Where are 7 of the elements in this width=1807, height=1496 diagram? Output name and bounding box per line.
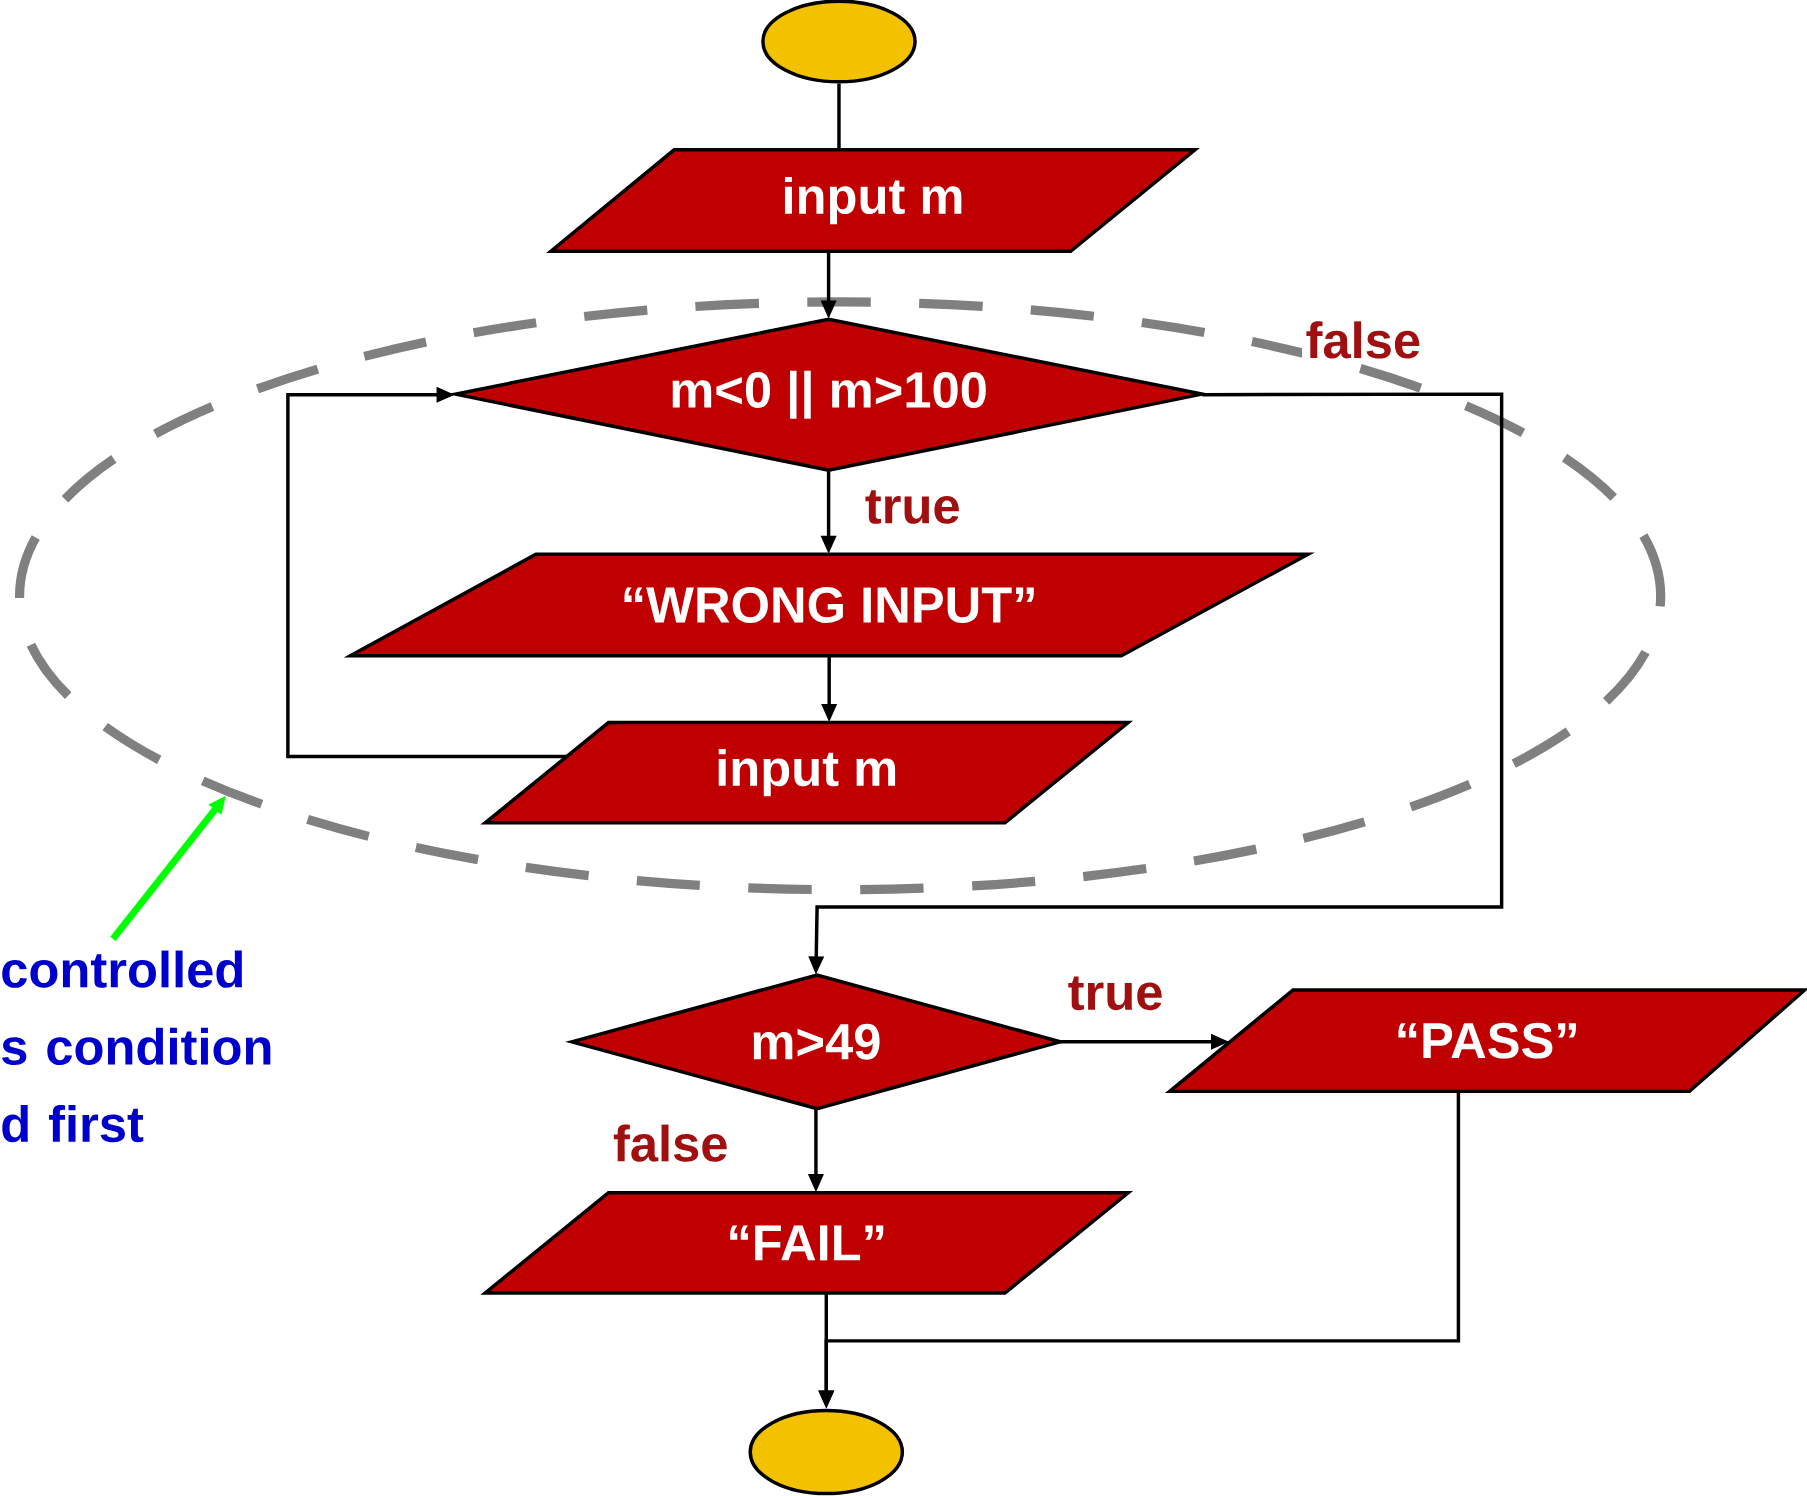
arrow	[286, 386, 567, 759]
edge-label: false	[609, 1121, 732, 1166]
edge-label: false	[1302, 317, 1425, 363]
edge-label: true	[861, 486, 965, 528]
edge-label: true	[1064, 973, 1167, 1014]
terminal-oval	[748, 1408, 905, 1496]
note-text: controlled s condition d first	[2, 950, 271, 1143]
